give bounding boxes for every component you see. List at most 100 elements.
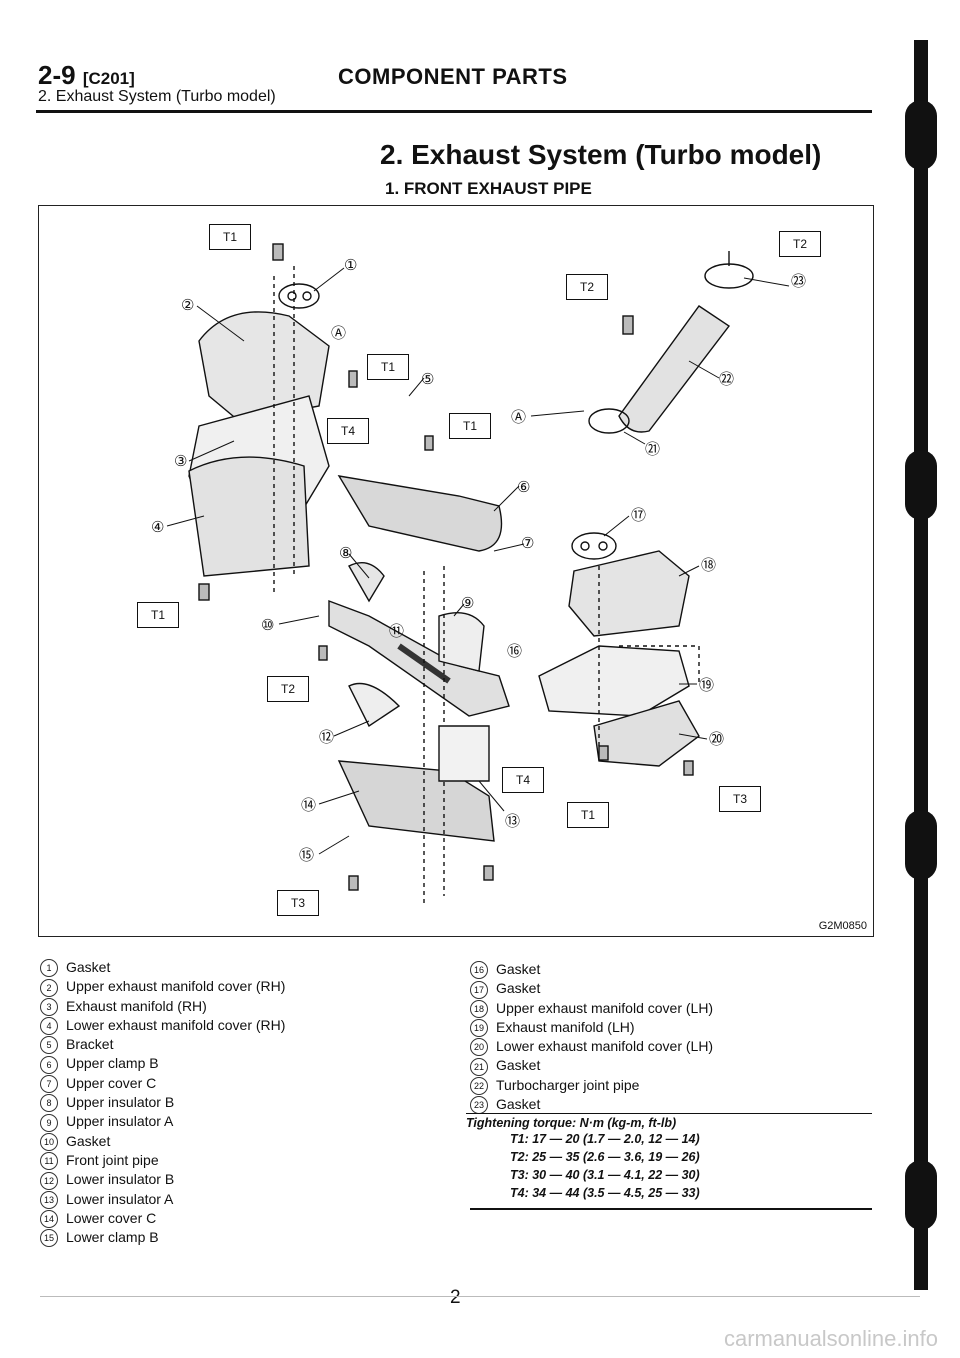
page-number: 2 [450,1287,461,1308]
legend-number: 22 [470,1077,488,1096]
torque-t4: T4: 34 — 44 (3.5 — 4.5, 25 — 33) [510,1186,700,1200]
legend-text: Lower clamp B [66,1229,159,1246]
callout-5: ⑤ [421,371,434,388]
torque-tag-t4: T4 [327,418,369,444]
legend-text: Upper cover C [66,1074,157,1091]
legend-item: 19 Exhaust manifold (LH) [470,1018,713,1038]
legend-text: Gasket [496,980,541,997]
legend-text: Exhaust manifold (LH) [496,1018,635,1035]
watermark: carmanualsonline.info [723,1326,938,1351]
legend-text: Upper insulator A [66,1113,174,1130]
gasket-turbo-lower [588,408,630,434]
legend-number: 20 [470,1038,488,1057]
legend-number: 10 [40,1132,58,1151]
legend-item: 7 Upper cover C [40,1074,285,1094]
gasket-lh [571,532,617,560]
callout-1: ① [344,257,357,274]
callout-a-2: Ⓐ [511,409,526,426]
exploded-diagram: ① ② ③ ④ ⑤ ⑥ ⑦ ⑧ ⑨ ⑩ ⑪ ⑫ ⑬ ⑭ ⑮ ⑯ ⑰ ⑱ ⑲ ⑳ … [38,205,874,937]
tightening-torque: Tightening torque: N·m (kg-m, ft-lb) T1:… [466,1113,872,1202]
legend-number: 16 [470,961,488,980]
callout-6: ⑥ [517,479,530,496]
legend-text: Upper exhaust manifold cover (LH) [496,999,714,1016]
torque-tag-t1: T1 [137,602,179,628]
legend-number: 7 [40,1075,58,1094]
legend-number: 11 [40,1152,58,1171]
callout-3: ③ [174,453,187,470]
legend-text: Gasket [496,1096,541,1113]
legend-number: 5 [40,1036,58,1055]
callout-14: ⑭ [301,797,316,814]
legend-item: 18 Upper exhaust manifold cover (LH) [470,999,713,1018]
figure-code: G2M0850 [818,920,867,932]
legend-number: 14 [40,1210,58,1229]
torque-tag-t1: T1 [449,413,491,439]
callout-7: ⑦ [521,535,534,552]
legend-number: 2 [40,978,58,997]
callout-11: ⑪ [389,623,404,640]
legend-item: 14 Lower cover C [40,1209,285,1229]
legend-number: 9 [40,1113,58,1132]
torque-tag-t2: T4 [502,767,544,793]
legend-text: Lower exhaust manifold cover (LH) [496,1038,714,1055]
upper-cover-lh [568,550,690,637]
legend-text: Turbocharger joint pipe [496,1076,640,1093]
legend-text: Upper insulator B [66,1094,175,1111]
legend-text: Front joint pipe [66,1151,159,1168]
torque-t1: T1: 17 — 20 (1.7 — 2.0, 12 — 14) [510,1132,700,1146]
page-code: 2-9 [C201] [38,60,135,90]
header-title: COMPONENT PARTS [338,64,568,89]
torque-tag-t2: T2 [779,231,821,257]
legend-text: Lower cover C [66,1209,157,1226]
lower-cover-lh [593,700,700,767]
legend-text: Lower insulator B [66,1171,175,1188]
callout-23: ㉓ [791,273,806,290]
callout-2: ② [181,297,194,314]
header-subtitle: 2. Exhaust System (Turbo model) [38,88,276,105]
gasket-turbo-upper [704,263,754,289]
lower-cover-rh [188,456,310,577]
front-pipe-upper [337,475,503,552]
binder-hole [905,1160,937,1230]
callout-16: ⑯ [507,643,522,660]
torque-tag-t2: T2 [267,676,309,702]
legend-number: 19 [470,1019,488,1038]
bottom-rule [470,1208,872,1210]
callout-10: ⑩ [261,617,274,634]
footer-rule [40,1296,920,1297]
legend-text: Upper exhaust manifold cover (RH) [66,978,286,995]
legend-number: 12 [40,1171,58,1190]
legend-text: Upper clamp B [66,1055,159,1072]
legend-text: Bracket [66,1036,114,1053]
torque-tag-t4: T1 [567,802,609,828]
legend-number: 18 [470,999,488,1018]
legend-item: 20 Lower exhaust manifold cover (LH) [470,1037,714,1057]
legend-text: Gasket [496,1057,541,1074]
torque-tag-t1: T1 [367,354,409,380]
legend-number: 23 [470,1096,488,1115]
subsection-title: 1. FRONT EXHAUST PIPE [385,179,592,198]
legend-item: 23 Gasket [470,1095,713,1115]
section-title: 2. Exhaust System (Turbo model) [380,139,822,170]
diagram-drawing: ① ② ③ ④ ⑤ ⑥ ⑦ ⑧ ⑨ ⑩ ⑪ ⑫ ⑬ ⑭ ⑮ ⑯ ⑰ ⑱ ⑲ ⑳ … [151,243,806,906]
binder-edge [905,40,937,1290]
legend-number: 4 [40,1017,58,1036]
torque-tag-t2: T2 [566,274,608,300]
upper-cover-rh [198,311,330,422]
torque-heading: Tightening torque: N·m (kg-m, ft-lb) [466,1116,677,1130]
torque-tag-t3: T3 [277,890,319,916]
gasket-rh [278,283,320,309]
legend-number: 21 [470,1057,488,1076]
callout-17: ⑰ [631,507,646,524]
callout-12: ⑫ [319,729,334,746]
callout-8: ⑧ [339,545,352,562]
legend-number: 15 [40,1229,58,1248]
callout-18: ⑱ [701,557,716,574]
legend-text: Lower insulator A [66,1190,174,1207]
